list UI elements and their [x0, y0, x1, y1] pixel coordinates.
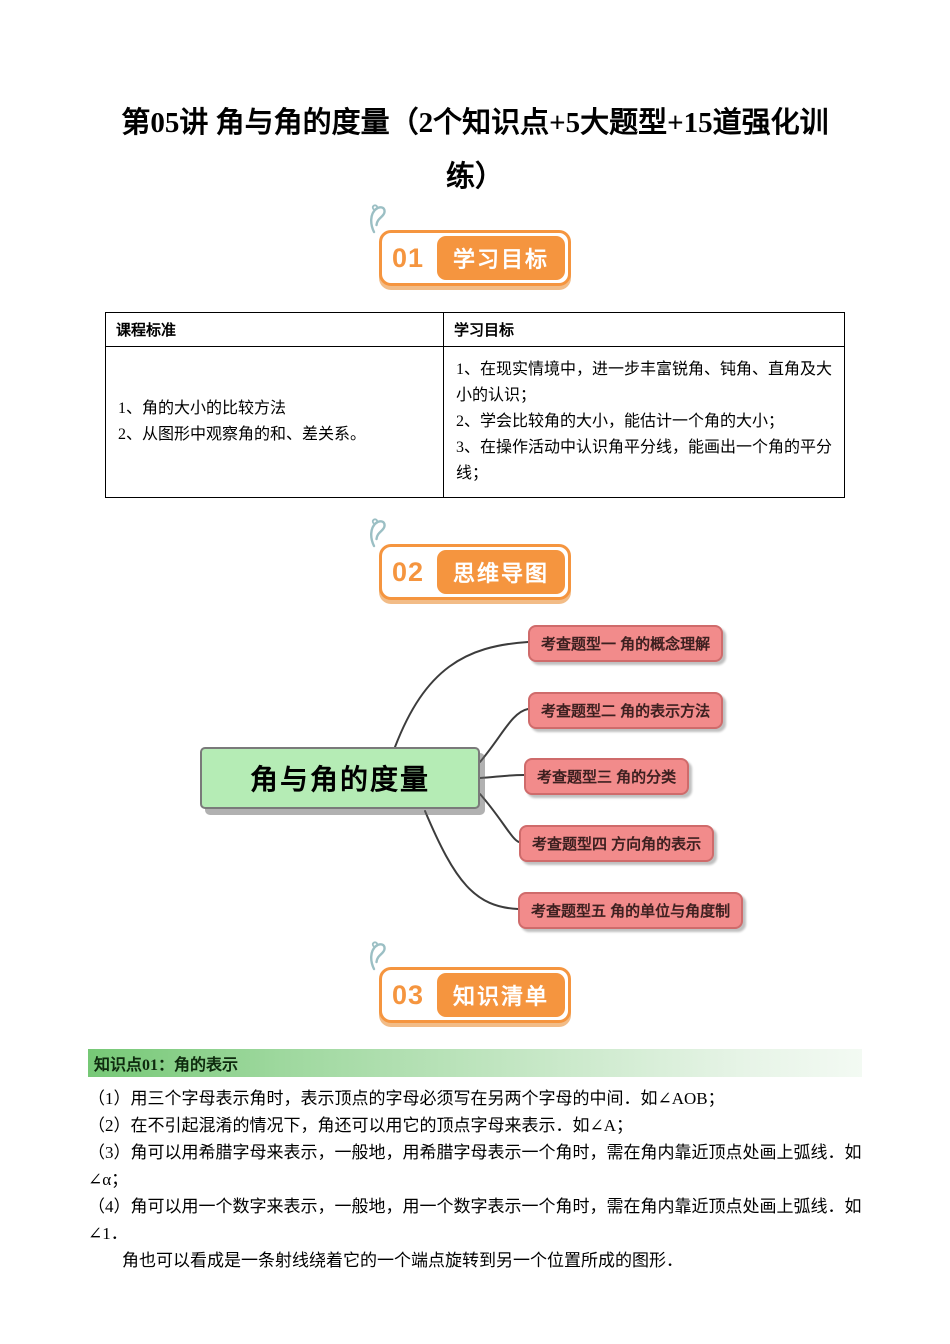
knowledge-paragraph: （3）角可以用希腊字母来表示，一般地，用希腊字母表示一个角时，需在角内靠近顶点处… — [88, 1143, 862, 1189]
knowledge-point-heading: 知识点01：角的表示 — [88, 1049, 862, 1077]
table-header-standards: 课程标准 — [105, 312, 444, 347]
mindmap-branch-node-1: 考查题型一 角的概念理解 — [528, 625, 724, 662]
table-cell-standards: 1、角的大小的比较方法 2、从图形中观察角的和、差关系。 — [105, 346, 444, 498]
knowledge-paragraph: （2）在不引起混淆的情况下，角还可以用它的顶点字母来表示．如∠A； — [88, 1116, 634, 1135]
knowledge-point-body: （1）用三个字母表示角时，表示顶点的字母必须写在另两个字母的中间．如∠AOB； … — [88, 1085, 862, 1274]
mindmap-branch-node-2: 考查题型二 角的表示方法 — [528, 692, 724, 729]
section-badge: 03 知识清单 — [378, 967, 571, 1023]
mindmap-figure: 角与角的度量 考查题型一 角的概念理解 考查题型二 角的表示方法 考查题型三 角… — [0, 614, 950, 959]
mindmap-central-node: 角与角的度量 — [200, 747, 480, 809]
goals-item: 2、学会比较角的大小，能估计一个角的大小； — [456, 413, 785, 430]
section-badge-01: 01 学习目标 — [370, 204, 571, 286]
standards-item: 1、角的大小的比较方法 — [118, 400, 287, 417]
table-cell-goals: 1、在现实情境中，进一步丰富锐角、钝角、直角及大小的认识； 2、学会比较角的大小… — [443, 346, 845, 498]
section-badge-number: 01 — [391, 242, 424, 273]
section-badge-label: 思维导图 — [436, 550, 565, 594]
table-header-goals: 学习目标 — [443, 312, 845, 347]
section-badge-label: 学习目标 — [436, 236, 565, 280]
mindmap-connector-lines — [394, 641, 529, 910]
section-badge-label: 知识清单 — [436, 973, 565, 1017]
objectives-table: 课程标准 学习目标 1、角的大小的比较方法 2、从图形中观察角的和、差关系。 1… — [105, 312, 845, 498]
section-badge-row-02: 02 思维导图 — [0, 518, 950, 600]
section-badge-row-03: 03 知识清单 — [0, 941, 950, 1023]
pin-doodle-icon — [367, 204, 393, 234]
section-badge-number: 02 — [391, 556, 424, 587]
section-badge-row-01: 01 学习目标 — [0, 204, 950, 286]
title-line-2: 练） — [445, 161, 504, 193]
title-line-1: 第05讲 角与角的度量（2个知识点+5大题型+15道强化训 — [121, 107, 829, 139]
section-badge-number: 03 — [391, 979, 424, 1010]
table-header-row: 课程标准 学习目标 — [105, 312, 845, 347]
knowledge-paragraph: 角也可以看成是一条射线绕着它的一个端点旋转到另一个位置所成的图形． — [122, 1251, 683, 1270]
table-body-row: 1、角的大小的比较方法 2、从图形中观察角的和、差关系。 1、在现实情境中，进一… — [105, 346, 845, 498]
pin-doodle-icon — [367, 518, 393, 548]
section-badge: 02 思维导图 — [378, 544, 571, 600]
mindmap-branch-node-4: 考查题型四 方向角的表示 — [519, 825, 715, 862]
section-badge-03: 03 知识清单 — [370, 941, 571, 1023]
mindmap-branch-node-5: 考查题型五 角的单位与角度制 — [518, 892, 744, 929]
goals-item: 3、在操作活动中认识角平分线，能画出一个角的平分线； — [456, 439, 833, 482]
section-badge-02: 02 思维导图 — [370, 518, 571, 600]
knowledge-paragraph: （4）角可以用一个数字来表示，一般地，用一个数字表示一个角时，需在角内靠近顶点处… — [88, 1197, 862, 1243]
section-badge: 01 学习目标 — [378, 230, 571, 286]
standards-item: 2、从图形中观察角的和、差关系。 — [118, 426, 367, 443]
mindmap-branch-node-3: 考查题型三 角的分类 — [524, 758, 690, 795]
pin-doodle-icon — [367, 941, 393, 971]
knowledge-paragraph: （1）用三个字母表示角时，表示顶点的字母必须写在另两个字母的中间．如∠AOB； — [88, 1089, 725, 1108]
goals-item: 1、在现实情境中，进一步丰富锐角、钝角、直角及大小的认识； — [456, 361, 833, 404]
page-title: 第05讲 角与角的度量（2个知识点+5大题型+15道强化训练） — [88, 96, 862, 204]
